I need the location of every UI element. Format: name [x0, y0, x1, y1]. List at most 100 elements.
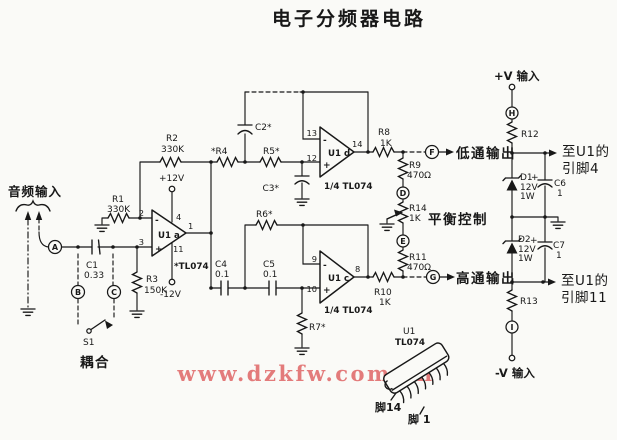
r2-name: R2	[166, 134, 178, 144]
r11-name: R11	[409, 253, 427, 263]
r14-value: 1K	[409, 214, 422, 224]
u1d-plus: +	[323, 161, 331, 171]
u1a-pin4: 4	[176, 212, 181, 222]
ic-part: TL074	[395, 338, 425, 348]
ic-pin1-label: 脚 1	[408, 412, 430, 426]
vminus-input-label: -V 输入	[495, 366, 535, 380]
pot-wiper	[386, 213, 398, 220]
d1-watt: 1W	[520, 192, 535, 202]
notch	[384, 380, 393, 390]
opamp-u1a	[151, 209, 187, 257]
res-r4	[216, 156, 239, 168]
u1d-minus: -	[323, 136, 327, 146]
audio-input-source	[15, 199, 51, 220]
c1-value: 0.33	[84, 271, 104, 281]
c4-name: C4	[215, 260, 227, 270]
cap-c3	[294, 175, 310, 185]
r8-name: R8	[378, 128, 390, 138]
res-r2	[159, 156, 182, 168]
u1d-name: U1 d	[328, 149, 350, 159]
wires-dashed	[27, 91, 427, 325]
u1d-part: 1/4 TL074	[324, 182, 373, 192]
c5-value: 0.1	[263, 270, 277, 280]
switch-label: S1	[83, 338, 94, 348]
d1-volt: 12V	[520, 183, 538, 193]
terminal-plus12	[168, 185, 176, 193]
res-r13	[506, 289, 518, 312]
u1d-pin12: 12	[306, 153, 317, 163]
node-g: G	[430, 273, 437, 282]
res-r10	[372, 271, 395, 283]
node-e: E	[400, 237, 405, 246]
c6-value: 1	[557, 189, 563, 199]
u1c-plus: +	[323, 286, 331, 296]
node-c: C	[111, 288, 117, 297]
c7-value: 1	[556, 251, 562, 261]
c6-plus: +	[531, 173, 539, 183]
r3-value: 150K	[144, 286, 168, 296]
cap-c1	[91, 239, 101, 255]
r10-name: R10	[374, 288, 392, 298]
to-pin11-line2: 引脚11	[561, 290, 607, 306]
res-r7	[296, 312, 308, 335]
d1-name: D1	[520, 173, 533, 183]
r1-name: R1	[112, 195, 124, 205]
u1a-name: U1 a	[158, 231, 180, 241]
vplus-input-label: +V 输入	[494, 69, 540, 83]
r12-name: R12	[521, 130, 539, 140]
d2-name: D2	[518, 235, 531, 245]
r11-value: 470Ω	[407, 263, 431, 273]
terminal-vplus	[508, 83, 516, 91]
c3-name: C3*	[262, 184, 279, 194]
brace	[15, 199, 51, 212]
arrow-right-icon	[446, 148, 454, 156]
balance-label: 平衡控制	[428, 211, 488, 228]
node-b: B	[75, 288, 81, 297]
r5-name: R5*	[263, 147, 280, 157]
r4-name: *R4	[211, 147, 228, 157]
u1a-pin2: 2	[139, 208, 144, 218]
cap-c6	[537, 179, 553, 188]
u1a-pin11: 11	[173, 244, 184, 254]
u1c-pin8: 8	[355, 264, 360, 274]
coupling-label: 耦合	[80, 354, 110, 371]
node-a: A	[52, 243, 59, 252]
to-pin11-line1: 至U1的	[561, 273, 608, 289]
r9-name: R9	[409, 161, 421, 171]
cap-c7	[537, 241, 553, 250]
switch-s1	[86, 319, 113, 334]
u1c-part: 1/4 TL074	[324, 306, 373, 316]
to-pin4-line2: 引脚4	[562, 161, 599, 177]
d2-watt: 1W	[518, 254, 533, 264]
zener-d1	[502, 174, 522, 192]
u1a-pin3: 3	[139, 237, 144, 247]
u1a-vplus: +12V	[159, 174, 185, 184]
to-pin4-line1: 至U1的	[562, 144, 609, 160]
caps-c4-c5	[220, 280, 277, 296]
audio-input-label: 音频输入	[8, 184, 62, 199]
lowpass-output-label: 低通输出	[455, 145, 516, 162]
r10-value: 1K	[379, 298, 392, 308]
u1c-pin9: 9	[312, 254, 317, 264]
u1c-minus: -	[323, 261, 327, 271]
arrow-up-icon	[24, 211, 32, 220]
c7-plus: +	[530, 236, 538, 246]
ic-name: U1	[403, 327, 415, 337]
ic-package-drawing	[383, 342, 450, 415]
u1a-part: *TL074	[174, 262, 209, 272]
wiper-arrow-icon	[394, 209, 403, 217]
r3-name: R3	[146, 275, 158, 285]
u1d-pin14: 14	[352, 139, 363, 149]
c6-name: C6	[554, 179, 566, 189]
u1d-pin13: 13	[306, 128, 317, 138]
junction-dots	[76, 90, 547, 290]
u1a-plus: +	[155, 245, 163, 255]
r13-name: R13	[520, 297, 538, 307]
terminal-minus12	[168, 278, 176, 286]
opamp-u1d	[319, 126, 355, 178]
c4-value: 0.1	[215, 270, 229, 280]
r14-name: R14	[409, 204, 427, 214]
u1c-pin10: 10	[306, 284, 317, 294]
r7-name: R7*	[309, 323, 326, 333]
